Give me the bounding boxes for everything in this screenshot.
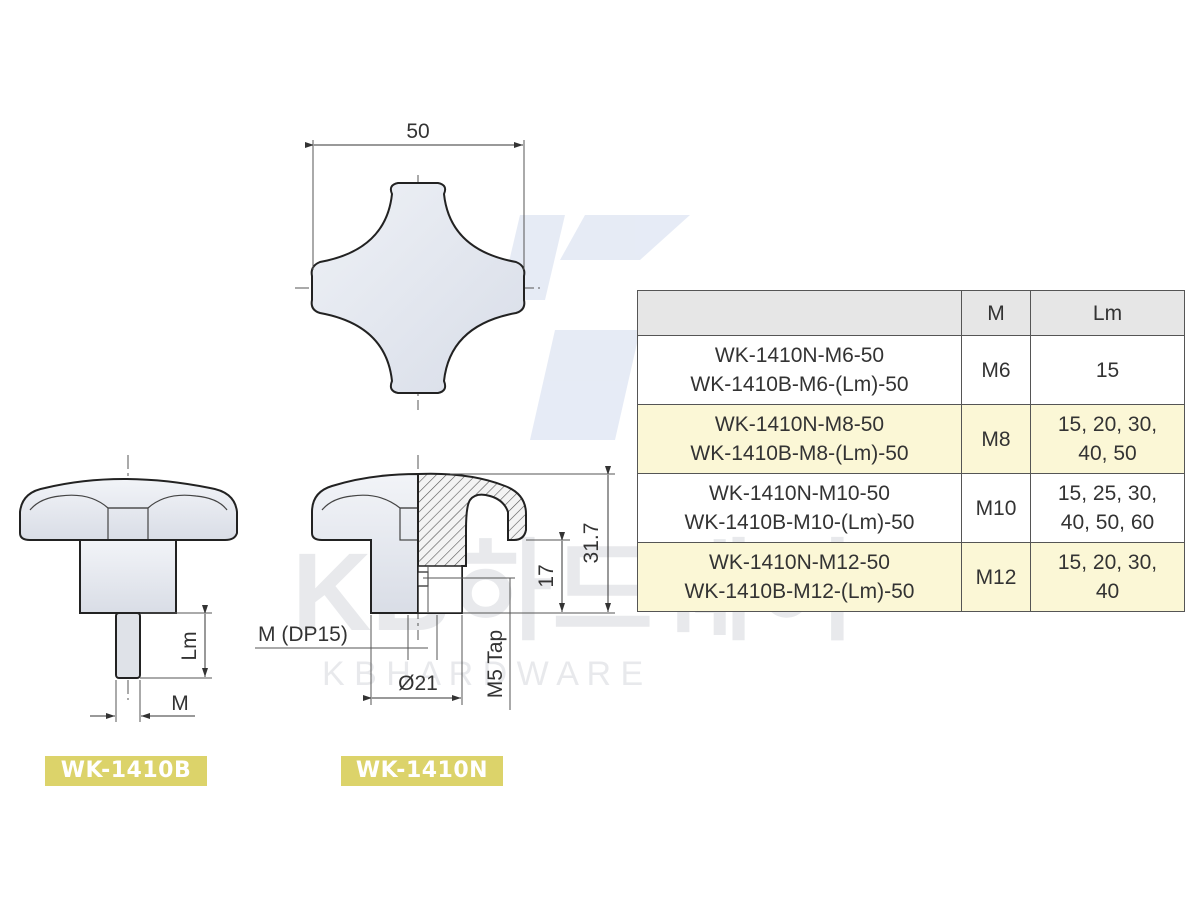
side-view-b: Lm M [19,455,238,722]
spec-m-cell: M10 [961,473,1031,543]
model-b: WK-1410B-M6-(Lm)-50 [690,373,909,396]
watermark-logo-arm [560,215,690,260]
spec-header-model [637,290,962,336]
b-hub [79,539,177,614]
lm-values: 15, 25, 30, [1057,482,1158,505]
variant-b-label: WK-1410B [45,756,207,786]
variant-n-label: WK-1410N [341,756,503,786]
b-stud [115,612,141,679]
spec-row: WK-1410N-M8-50 WK-1410B-M8-(Lm)-50 M8 15… [637,404,1185,474]
lm-values-2: 40, 50 [1078,442,1137,465]
lm-values-2: 40 [1095,580,1120,603]
n-height-text: 31.7 [580,523,603,564]
n-tap-text: M5 Tap [484,630,507,699]
b-m-text: M [171,692,189,715]
spec-lm-cell: 15, 25, 30, 40, 50, 60 [1030,473,1185,543]
width-dim-text: 50 [406,120,429,143]
lm-values: 15, 20, 30, [1057,413,1158,436]
top-view: 50 [295,120,540,410]
spec-lm-cell: 15, 20, 30, 40 [1030,542,1185,612]
b-knob-head [19,478,238,541]
spec-model-cell: WK-1410N-M10-50 WK-1410B-M10-(Lm)-50 [637,473,962,543]
b-lm-text: Lm [178,631,201,660]
model-n: WK-1410N-M6-50 [714,344,885,367]
lm-values: 15, 20, 30, [1057,551,1158,574]
spec-table: M Lm WK-1410N-M6-50 WK-1410B-M6-(Lm)-50 … [637,290,1185,612]
model-b: WK-1410B-M12-(Lm)-50 [684,580,915,603]
model-n: WK-1410N-M12-50 [709,551,890,574]
side-view-n: 31.7 17 M (DP15) Ø21 M5 Tap [255,455,615,710]
spec-header-lm: Lm [1030,290,1185,336]
spec-header-m: M [961,290,1031,336]
knob-top-outline [310,182,526,394]
spec-m-cell: M8 [961,404,1031,474]
n-exterior-lobe [321,494,418,511]
spec-row: WK-1410N-M10-50 WK-1410B-M10-(Lm)-50 M10… [637,473,1185,543]
lm-values: 15 [1095,358,1120,382]
model-b: WK-1410B-M8-(Lm)-50 [690,442,909,465]
n-dia-text: Ø21 [398,672,438,695]
model-n: WK-1410N-M8-50 [714,413,885,436]
watermark-subtext: K B H A R D W A R E [322,655,643,693]
n-thread-text: M (DP15) [258,623,348,646]
spec-header-row: M Lm [637,290,1185,336]
spec-model-cell: WK-1410N-M6-50 WK-1410B-M6-(Lm)-50 [637,335,962,405]
spec-model-cell: WK-1410N-M12-50 WK-1410B-M12-(Lm)-50 [637,542,962,612]
spec-m-cell: M6 [961,335,1031,405]
model-b: WK-1410B-M10-(Lm)-50 [684,511,915,534]
spec-row: WK-1410N-M6-50 WK-1410B-M6-(Lm)-50 M6 15 [637,335,1185,405]
n-hub-text: 17 [535,564,558,587]
lm-values-2: 40, 50, 60 [1060,511,1155,534]
watermark-logo-b [530,330,640,440]
n-tap-hole [417,571,429,587]
spec-m-cell: M12 [961,542,1031,612]
n-exterior-half [311,472,419,614]
spec-lm-cell: 15, 20, 30, 40, 50 [1030,404,1185,474]
model-n: WK-1410N-M10-50 [709,482,890,505]
spec-model-cell: WK-1410N-M8-50 WK-1410B-M8-(Lm)-50 [637,404,962,474]
spec-lm-cell: 15 [1030,335,1185,405]
spec-row: WK-1410N-M12-50 WK-1410B-M12-(Lm)-50 M12… [637,542,1185,612]
